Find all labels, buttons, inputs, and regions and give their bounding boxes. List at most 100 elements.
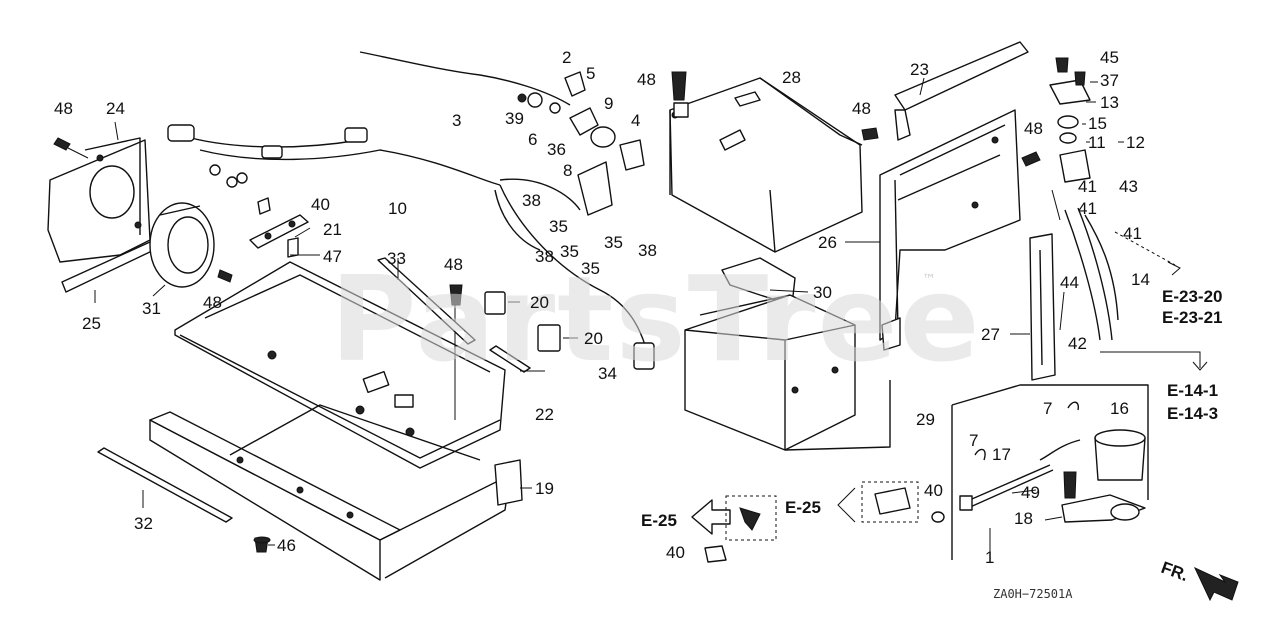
callout: 38 bbox=[535, 247, 554, 266]
callout: 11 bbox=[1088, 133, 1106, 152]
bolt-48-left bbox=[53, 137, 89, 159]
callout: 48 bbox=[54, 99, 73, 118]
side-panel-24 bbox=[47, 137, 151, 263]
tube-44 bbox=[1064, 207, 1119, 341]
front-direction-label: FR. bbox=[1159, 558, 1191, 585]
bracket-18 bbox=[1061, 494, 1146, 523]
callout: 38 bbox=[522, 191, 541, 210]
reference-e-14-1: E-14-1 bbox=[1167, 381, 1218, 400]
callout: 45 bbox=[1100, 48, 1119, 67]
reference-e-25: E-25 bbox=[641, 511, 677, 530]
channel-27 bbox=[1029, 233, 1056, 381]
callout: 22 bbox=[535, 405, 554, 424]
reference-e-25: E-25 bbox=[785, 498, 821, 517]
callout: 19 bbox=[535, 479, 554, 498]
callout: 17 bbox=[992, 445, 1011, 464]
callout: 23 bbox=[910, 60, 929, 79]
watermark-trademark: ™ bbox=[922, 272, 936, 288]
callout: 7 bbox=[969, 431, 978, 450]
watermark: PartsTree bbox=[330, 250, 982, 388]
small-parts-2-5-6-9-4-8-39 bbox=[517, 71, 645, 216]
callout: 35 bbox=[549, 217, 568, 236]
diagram-code: ZA0H−72501A bbox=[993, 587, 1073, 601]
base-frame-19 bbox=[149, 404, 523, 581]
rail-23 bbox=[894, 41, 1029, 141]
cable-3 bbox=[359, 51, 571, 106]
callout: 1 bbox=[985, 548, 994, 567]
callout: 37 bbox=[1100, 71, 1119, 90]
callout: 35 bbox=[581, 259, 600, 278]
callout: 28 bbox=[782, 68, 801, 87]
callout: 49 bbox=[1021, 483, 1040, 502]
callout: 14 bbox=[1131, 270, 1150, 289]
tray-29 bbox=[684, 294, 891, 451]
callout: 40 bbox=[311, 195, 330, 214]
callout: 6 bbox=[528, 130, 537, 149]
callout: 21 bbox=[323, 220, 342, 239]
callout: 2 bbox=[562, 48, 571, 67]
callout: 35 bbox=[560, 242, 579, 261]
callout-labels: 48 24 25 31 48 3 2 5 39 6 9 4 36 8 10 40… bbox=[54, 48, 1150, 567]
callout: 18 bbox=[1014, 509, 1033, 528]
rod-33 bbox=[377, 257, 476, 345]
front-direction-arrow bbox=[1193, 566, 1239, 602]
fuel-assembly-box bbox=[951, 384, 1149, 560]
callout: 33 bbox=[387, 249, 406, 268]
callout: 47 bbox=[323, 247, 342, 266]
clip-7 bbox=[974, 401, 1080, 461]
callout: 46 bbox=[277, 536, 296, 555]
callout: 25 bbox=[82, 314, 101, 333]
callout: 31 bbox=[142, 299, 161, 318]
callout: 36 bbox=[547, 140, 566, 159]
bracket-21 bbox=[249, 197, 309, 258]
bolt-48-cover bbox=[671, 71, 689, 118]
callout: 24 bbox=[106, 99, 125, 118]
clip-40-bottom bbox=[704, 545, 727, 563]
e25-arrow-left bbox=[691, 499, 731, 535]
leader-lines bbox=[94, 77, 1124, 552]
callout: 40 bbox=[924, 481, 943, 500]
rod-34 bbox=[489, 345, 531, 373]
cover-28 bbox=[669, 77, 863, 253]
damper-ring-31 bbox=[149, 202, 215, 288]
rubber-20 bbox=[484, 291, 561, 352]
callout: 12 bbox=[1126, 133, 1145, 152]
bolt-46 bbox=[253, 536, 271, 553]
callout: 42 bbox=[1068, 334, 1087, 353]
callout: 48 bbox=[852, 99, 871, 118]
callout: 48 bbox=[637, 70, 656, 89]
callout: 13 bbox=[1100, 93, 1119, 112]
clip-40-dashed bbox=[861, 481, 945, 523]
callout: 48 bbox=[1024, 119, 1043, 138]
callout: 4 bbox=[631, 111, 640, 130]
wire-harness-10 bbox=[167, 124, 655, 370]
callout: 8 bbox=[563, 161, 572, 180]
reference-e-23-21: E-23-21 bbox=[1162, 308, 1222, 327]
callout: 9 bbox=[604, 94, 613, 113]
callout: 5 bbox=[586, 64, 595, 83]
callout: 44 bbox=[1060, 273, 1079, 292]
callout: 20 bbox=[530, 293, 549, 312]
callout: 26 bbox=[818, 233, 837, 252]
e25-dashed-box bbox=[725, 495, 777, 541]
callout: 39 bbox=[505, 109, 524, 128]
callout: 48 bbox=[444, 255, 463, 274]
fuel-cup-16 bbox=[1039, 429, 1146, 481]
bar-32 bbox=[97, 447, 233, 523]
callout: 15 bbox=[1088, 114, 1107, 133]
callout: 16 bbox=[1110, 399, 1129, 418]
callout: 40 bbox=[666, 543, 685, 562]
callout: 41 bbox=[1078, 199, 1097, 218]
callout: 38 bbox=[638, 241, 657, 260]
callout: 3 bbox=[452, 111, 461, 130]
bolt-48-frame bbox=[217, 269, 463, 306]
callout: 30 bbox=[813, 283, 832, 302]
callout: 34 bbox=[598, 364, 617, 383]
callout: 10 bbox=[388, 199, 407, 218]
reference-e-14-3: E-14-3 bbox=[1167, 404, 1218, 423]
callout: 7 bbox=[1043, 399, 1052, 418]
callout: 41 bbox=[1123, 224, 1142, 243]
bolt-48-frame26 bbox=[861, 127, 1041, 167]
e25-chevron bbox=[837, 487, 856, 523]
